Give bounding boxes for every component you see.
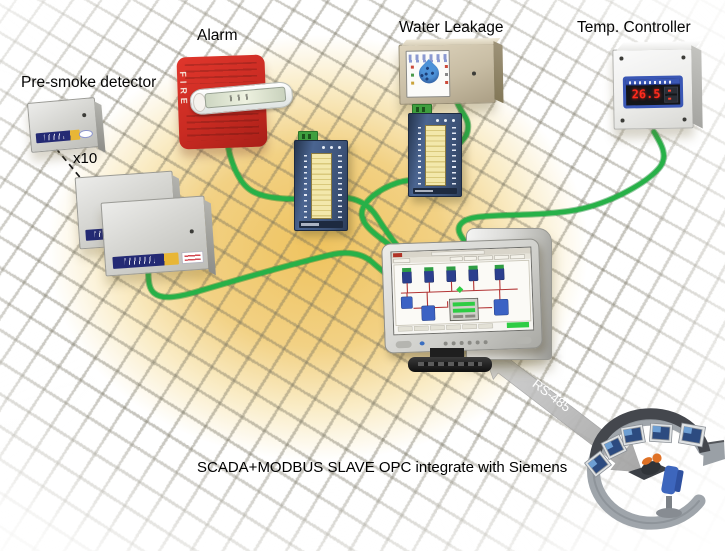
diagram-caption: SCADA+MODBUS SLAVE OPC integrate with Si…	[197, 459, 568, 476]
panel-keys	[663, 86, 679, 103]
temp-display-panel: 26.5	[622, 75, 684, 109]
water-leakage-unit	[398, 38, 504, 105]
module-footer	[299, 221, 343, 229]
monitor-base	[408, 357, 492, 372]
temperature-readout: 26.5	[631, 86, 661, 102]
operator-chair	[656, 465, 684, 518]
box-top	[401, 38, 501, 46]
label-water-leakage: Water Leakage	[399, 19, 504, 36]
alarm-ribs	[184, 61, 258, 85]
power-led	[419, 341, 425, 346]
screw-icon	[620, 118, 625, 123]
io-module-center	[294, 131, 348, 231]
monitor-buttons	[443, 341, 448, 346]
mimic-controller	[449, 297, 479, 322]
module-footer	[413, 187, 457, 195]
fire-alarm-unit: FIRE	[176, 54, 294, 150]
label-alarm: Alarm	[197, 27, 238, 44]
terminal-column	[303, 155, 308, 218]
box-side	[493, 41, 504, 104]
io-module-body	[408, 113, 462, 197]
brand-strip	[35, 129, 81, 144]
terminal-column	[338, 155, 342, 218]
terminal-column	[417, 127, 422, 185]
control-room-icon	[584, 408, 725, 530]
screw-icon	[682, 117, 687, 122]
io-module-body	[294, 140, 348, 231]
brand-strip	[112, 252, 180, 269]
console-monitors	[584, 422, 707, 478]
screw-icon	[471, 71, 477, 76]
panel-indicators	[407, 51, 449, 52]
screw-icon	[82, 112, 87, 118]
strobe-lens	[204, 86, 287, 109]
logo-badge	[78, 129, 94, 139]
temp-controller-unit: 26.5	[612, 41, 703, 130]
panel-header	[625, 78, 680, 86]
mimic-footer-cells	[397, 323, 494, 332]
operator	[641, 453, 662, 475]
multiplier-label: x10	[73, 150, 98, 167]
box-side	[691, 45, 703, 129]
mimic-tanks	[400, 296, 509, 321]
label-temp-controller: Temp. Controller	[577, 19, 691, 36]
alarm-panel-front	[100, 195, 216, 277]
box-top	[616, 41, 702, 51]
terminal-column	[452, 127, 456, 185]
water-drop-icon	[414, 59, 444, 88]
speaker-grill	[395, 340, 412, 349]
led-indicators	[337, 146, 341, 149]
water-leakage-panel	[405, 49, 451, 98]
screw-icon	[619, 56, 624, 61]
scada-monitor	[381, 238, 543, 354]
mimic-pumps	[401, 264, 505, 284]
multiplier-dashed-line	[48, 139, 104, 206]
speaker-grill	[515, 336, 532, 345]
scada-mimic	[391, 247, 534, 335]
label-strip	[310, 153, 333, 220]
pre-smoke-detector-unit	[26, 97, 106, 153]
io-module-water	[408, 104, 462, 197]
logo-badge	[181, 250, 204, 265]
label-pre-smoke-detector: Pre-smoke detector	[21, 74, 157, 91]
scada-screen	[390, 246, 535, 336]
screw-icon	[681, 55, 686, 60]
label-strip	[424, 125, 447, 187]
alarm-ribs	[186, 112, 260, 142]
led-indicators	[451, 119, 455, 122]
screw-icon	[189, 229, 194, 234]
